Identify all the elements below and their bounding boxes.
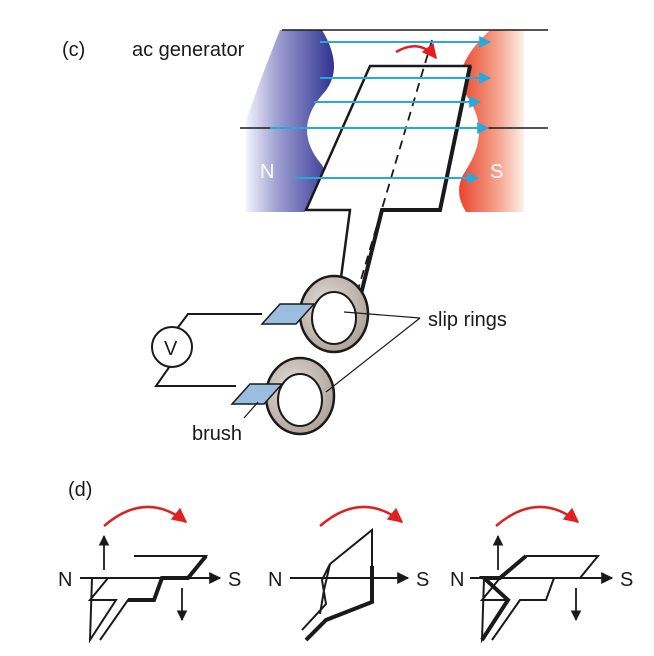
brush-upper [260,303,316,325]
panel-c-title: ac generator [132,39,245,61]
rotation-arrow [395,42,437,60]
rotation-arrow [103,505,188,527]
leader-lines [243,311,421,419]
brush-lower [230,383,284,405]
brush-label: brush [192,423,242,445]
view-2-south: S [416,569,429,591]
slip-ring-lower [264,356,336,436]
voltmeter [151,326,193,368]
magnetic-field-lines [270,36,492,184]
north-pole-magnet [246,30,334,212]
south-pole-magnet [459,30,524,212]
slip-ring-upper [298,274,370,354]
panel-c-tag: (c) [62,39,85,61]
coil-view-3: N S [450,505,633,644]
view-1-south: S [228,569,241,591]
coil-view-2: N S [268,505,429,642]
voltmeter-symbol: V [164,338,178,360]
coil-front-edge [350,65,472,331]
panel-d-tag: (d) [68,479,92,501]
slip-rings-label: slip rings [428,309,507,331]
rotation-axis [345,39,433,331]
rotation-arrow [495,505,580,527]
external-circuit [154,313,262,387]
rotation-arrow [319,505,404,527]
coil-view-1: N S [58,505,241,644]
view-2-north: N [268,569,282,591]
view-3-south: S [620,569,633,591]
view-1-north: N [58,569,72,591]
north-pole-label: N [260,161,274,183]
south-pole-label: S [490,161,503,183]
view-3-north: N [450,569,464,591]
